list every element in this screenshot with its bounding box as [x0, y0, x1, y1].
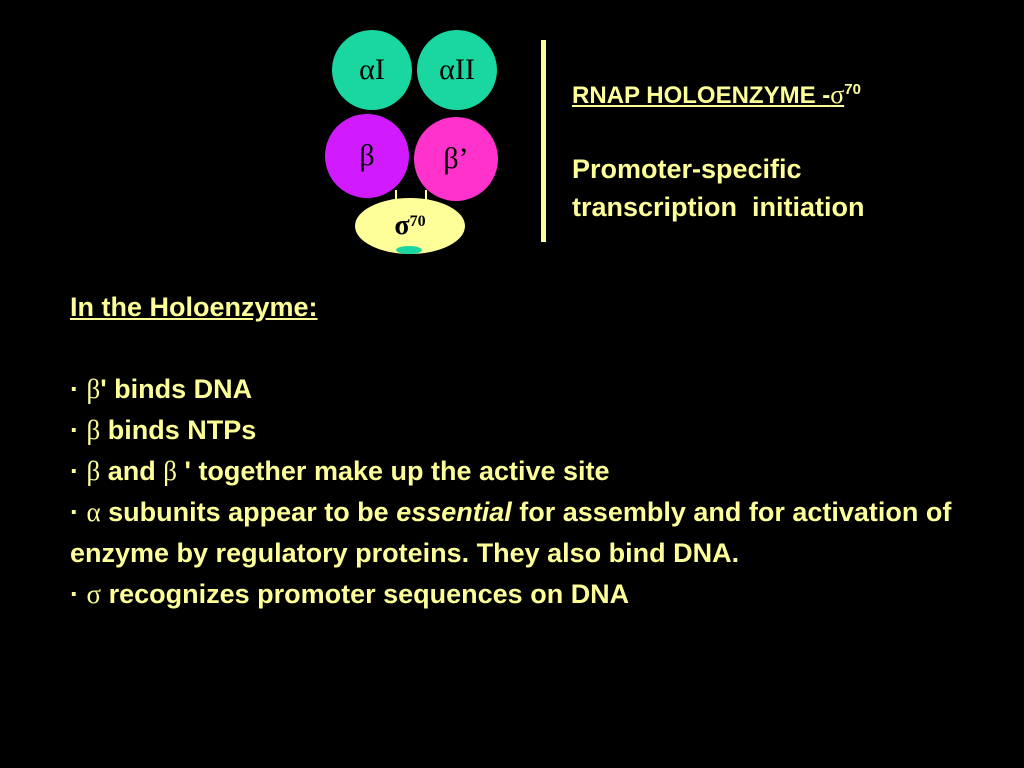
- bullet-beta-prime-dna: · β' binds DNA: [70, 369, 970, 410]
- bullet-sigma-promoter: · σ recognizes promoter sequences on DNA: [70, 574, 970, 615]
- bullet-alpha-subunits: · α subunits appear to be essential for …: [70, 492, 970, 574]
- bullet-marker: ·: [70, 415, 87, 445]
- bullet-text: recognizes promoter sequences on DNA: [101, 579, 630, 609]
- holoenzyme-title-greek: σ: [830, 80, 845, 109]
- bullet-greek: α: [86, 497, 101, 527]
- bullet-greek: β: [86, 456, 101, 486]
- holoenzyme-title-superscript: 70: [844, 81, 861, 98]
- holoenzyme-notes: In the Holoenzyme: · β' binds DNA · β bi…: [70, 287, 970, 615]
- beta-label: β: [359, 139, 375, 172]
- bullet-greek: β: [86, 374, 101, 404]
- holoenzyme-description-line1: Promoter-specific: [572, 154, 802, 184]
- holoenzyme-title: RNAP HOLOENZYME -σ70: [572, 80, 861, 110]
- bullet-text-and: and: [100, 456, 164, 486]
- bullet-text: ' binds DNA: [100, 374, 253, 404]
- sigma-superscript: 70: [409, 213, 426, 230]
- beta-prime-label: β’: [443, 142, 469, 175]
- bullet-marker: ·: [70, 497, 87, 527]
- alpha-ii-label: αII: [439, 53, 475, 86]
- alpha-i-label: αI: [359, 53, 385, 86]
- holoenzyme-title-text: RNAP HOLOENZYME -: [572, 82, 831, 109]
- notes-heading: In the Holoenzyme:: [70, 292, 318, 322]
- holoenzyme-title-underlined: RNAP HOLOENZYME -σ: [572, 80, 845, 109]
- sigma-foot: [396, 246, 422, 254]
- bullet-text-post: for assembly and for activation of enzym…: [70, 497, 952, 568]
- bullet-active-site: · β and β ' together make up the active …: [70, 451, 970, 492]
- holoenzyme-description-line2: transcription initiation: [572, 192, 865, 222]
- bullet-text-pre: subunits appear to be: [100, 497, 397, 527]
- bullet-greek-2: β: [163, 456, 178, 486]
- beta-prime-subunit: β’: [414, 117, 498, 201]
- bullet-marker: ·: [70, 374, 87, 404]
- bullet-beta-ntps: · β binds NTPs: [70, 410, 970, 451]
- bullet-text: binds NTPs: [100, 415, 257, 445]
- holoenzyme-description: Promoter-specific transcription initiati…: [572, 150, 992, 226]
- bullet-marker: ·: [70, 456, 87, 486]
- beta-subunit: β: [325, 114, 409, 198]
- alpha-i-subunit: αI: [332, 30, 412, 110]
- alpha-ii-subunit: αII: [417, 30, 497, 110]
- bullet-emphasis: essential: [396, 497, 512, 527]
- bullet-greek: β: [86, 415, 101, 445]
- bullet-marker: ·: [70, 579, 87, 609]
- sigma-symbol: σ: [394, 210, 410, 241]
- sigma-connector: [395, 190, 427, 202]
- bullet-text: ' together make up the active site: [177, 456, 610, 486]
- bullet-greek: σ: [86, 579, 102, 609]
- vertical-divider: [541, 40, 546, 242]
